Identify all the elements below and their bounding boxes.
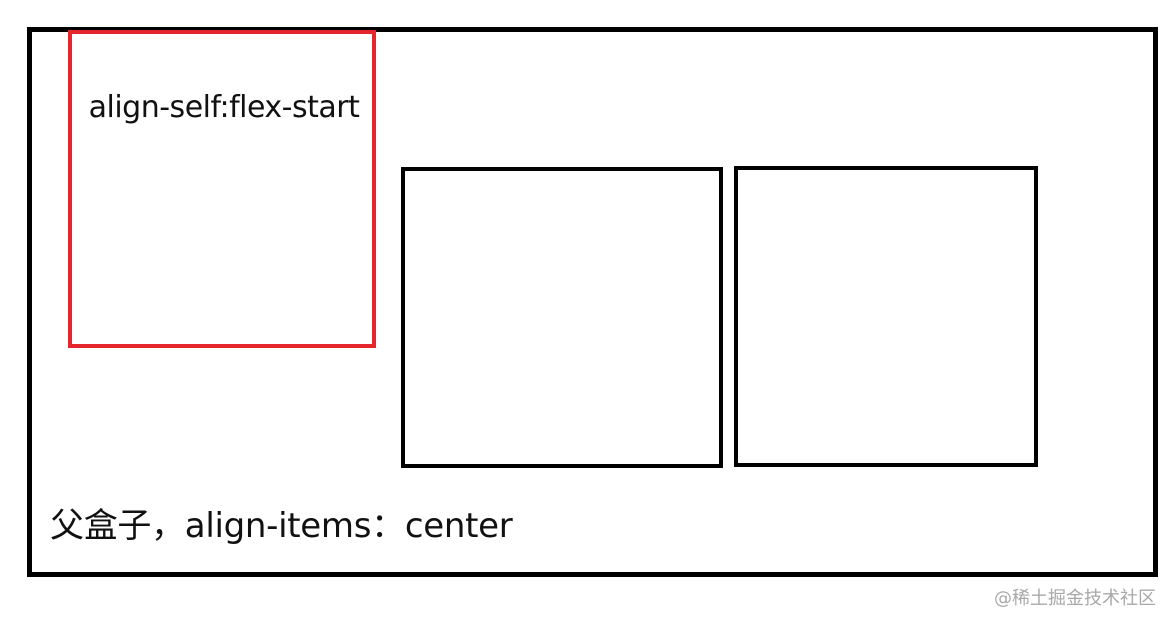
parent-container-label: 父盒子，align-items：center [50,506,513,546]
child-box-2 [401,167,723,468]
child-box-align-self-flex-start: align-self:flex-start [68,30,376,348]
watermark: @稀土掘金技术社区 [994,588,1156,609]
child-box-3 [734,166,1038,467]
parent-flex-container [27,27,1158,577]
child-box-label: align-self:flex-start [88,90,360,125]
